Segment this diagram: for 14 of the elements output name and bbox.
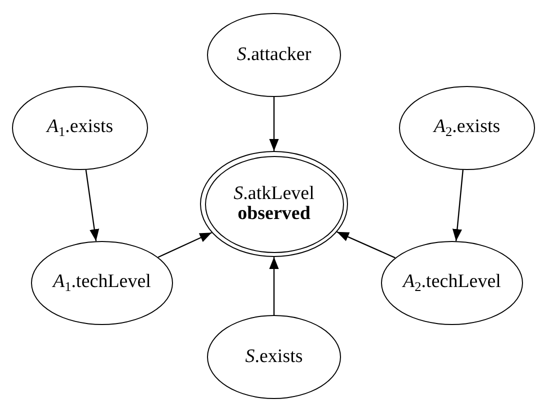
arrow xyxy=(85,170,100,242)
node-label: S.atkLevel xyxy=(234,184,314,204)
node-label: S.attacker xyxy=(236,45,312,65)
node-label: A$_{2}$.techLevel xyxy=(403,272,501,294)
node-label: A$_{1}$.techLevel xyxy=(53,272,151,294)
arrow xyxy=(452,170,464,242)
arrow xyxy=(269,257,279,315)
node-status: observed xyxy=(238,204,310,224)
node-label: A$_{1}$.exists xyxy=(46,117,114,139)
arrow xyxy=(269,97,279,151)
node-label: S.exists xyxy=(245,347,303,367)
arrow xyxy=(158,232,212,258)
node-label: A$_{2}$.exists xyxy=(434,117,500,139)
arrow xyxy=(336,231,396,258)
